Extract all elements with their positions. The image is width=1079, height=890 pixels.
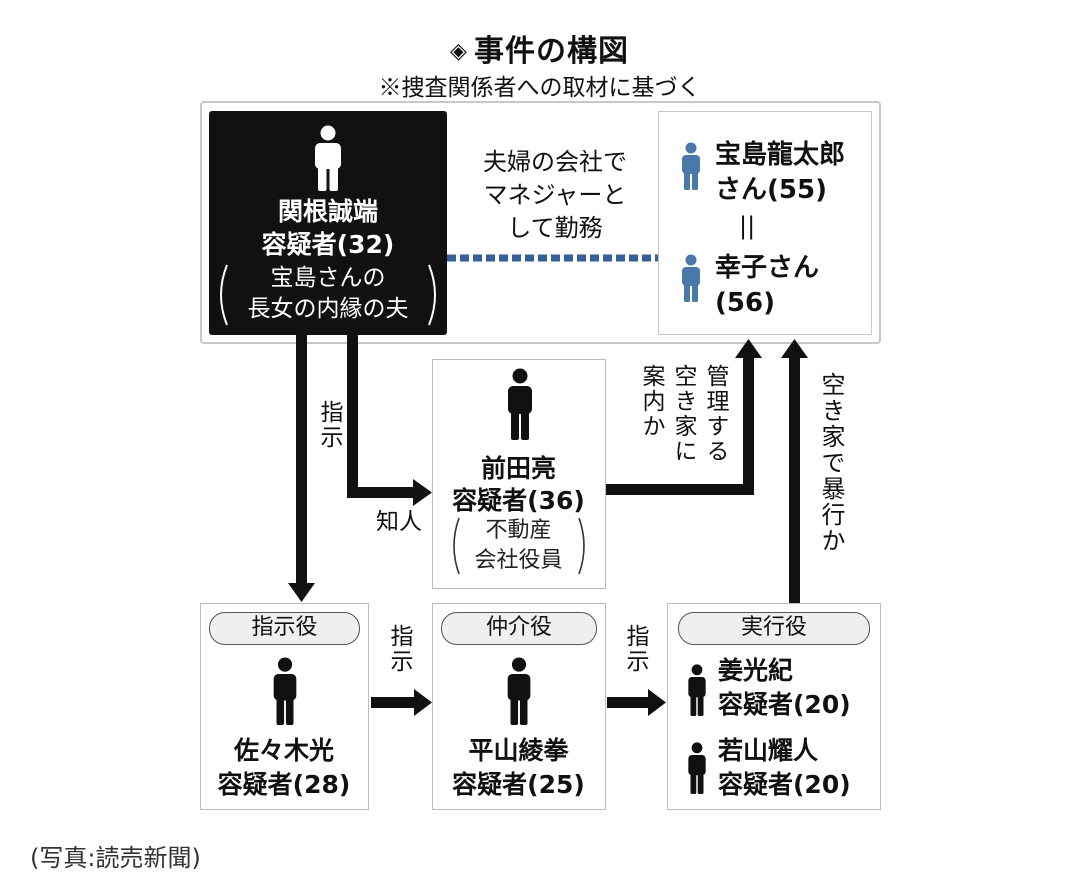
sekine-name: 関根誠端 <box>277 197 378 226</box>
mediator-name: 平山綾拳 <box>468 736 569 765</box>
sekine-note-1: 宝島さんの <box>270 265 386 291</box>
diagram-subtitle: ※捜査関係者への取材に基づく <box>378 75 701 101</box>
title-text: 事件の構図 <box>473 34 629 69</box>
person-icon <box>682 254 700 302</box>
arrow-executors-to-victims <box>781 339 808 603</box>
arrow-mediator-to-executors <box>607 689 666 716</box>
executor1-role: 容疑者(20) <box>718 690 851 719</box>
wife-age: (56) <box>715 288 775 318</box>
maeda-label-col1: 管理する <box>702 364 728 464</box>
director-name: 佐々木光 <box>233 736 334 765</box>
photo-credit: (写真:読売新聞) <box>30 844 201 872</box>
violence-label: 空き家で暴行か <box>817 372 845 554</box>
mediator-box: 仲介役 平山綾拳 容疑者(25) <box>432 603 606 810</box>
maeda-role: 容疑者(36) <box>452 486 585 515</box>
person-icon <box>508 368 532 440</box>
shiji-label-2: 指示 <box>622 624 648 674</box>
maeda-box: 前田亮 容疑者(36) 不動産 会社役員 <box>432 359 606 589</box>
victims-box: 宝島龍太郎 さん(55) || 幸子さん (56) <box>658 111 872 335</box>
sekine-note-2: 長女の内縁の夫 <box>247 296 409 322</box>
maeda-note-parens <box>453 517 585 575</box>
sekine-box: 関根誠端 容疑者(32) 宝島さんの 長女の内縁の夫 <box>209 111 447 335</box>
maeda-label-col3: 案内か <box>638 364 664 439</box>
person-icon <box>688 742 706 794</box>
shiji-vertical-label: 指示 <box>316 400 342 450</box>
director-tag: 指示役 <box>209 612 360 645</box>
mediator-role: 容疑者(25) <box>452 770 585 799</box>
husband-name: 宝島龍太郎 <box>715 140 846 170</box>
wife-name: 幸子さん <box>715 253 820 283</box>
director-role: 容疑者(28) <box>217 770 351 799</box>
executor2-name: 若山耀人 <box>718 736 819 765</box>
executor2-role: 容疑者(20) <box>718 770 851 799</box>
chijin-label: 知人 <box>376 509 422 535</box>
sekine-role: 容疑者(32) <box>261 230 395 259</box>
cube-icon: ◈ <box>450 39 468 64</box>
marriage-equals: || <box>739 212 756 240</box>
person-icon <box>682 142 700 190</box>
maeda-note-1: 不動産 <box>485 518 552 543</box>
mediator-tag: 仲介役 <box>441 612 597 645</box>
relation-line-1: 夫婦の会社で <box>483 148 627 176</box>
maeda-label-col2: 空き家に <box>670 364 696 464</box>
executor1-name: 姜光紀 <box>718 656 794 685</box>
diagram-title: ◈事件の構図 <box>0 26 1079 70</box>
relation-line-3: して勤務 <box>507 214 603 242</box>
executors-tag: 実行役 <box>678 612 870 645</box>
maeda-name: 前田亮 <box>480 454 556 483</box>
person-icon <box>688 664 706 716</box>
maeda-note-2: 会社役員 <box>474 548 563 573</box>
husband-age: さん(55) <box>715 175 827 205</box>
sekine-note-parens <box>220 264 436 326</box>
relation-line-2: マネジャーと <box>483 181 627 209</box>
arrow-sekine-to-maeda <box>347 335 432 506</box>
arrow-maeda-to-victims <box>606 339 762 495</box>
shiji-label-1: 指示 <box>386 624 412 674</box>
arrow-director-to-mediator <box>371 689 432 716</box>
executors-box: 実行役 姜光紀 容疑者(20) 若山耀人 容疑者(20) <box>667 603 881 810</box>
person-icon <box>273 657 297 725</box>
arrow-sekine-to-director <box>288 335 315 602</box>
person-icon <box>507 657 531 725</box>
director-box: 指示役 佐々木光 容疑者(28) <box>200 603 369 810</box>
person-icon <box>315 125 341 191</box>
